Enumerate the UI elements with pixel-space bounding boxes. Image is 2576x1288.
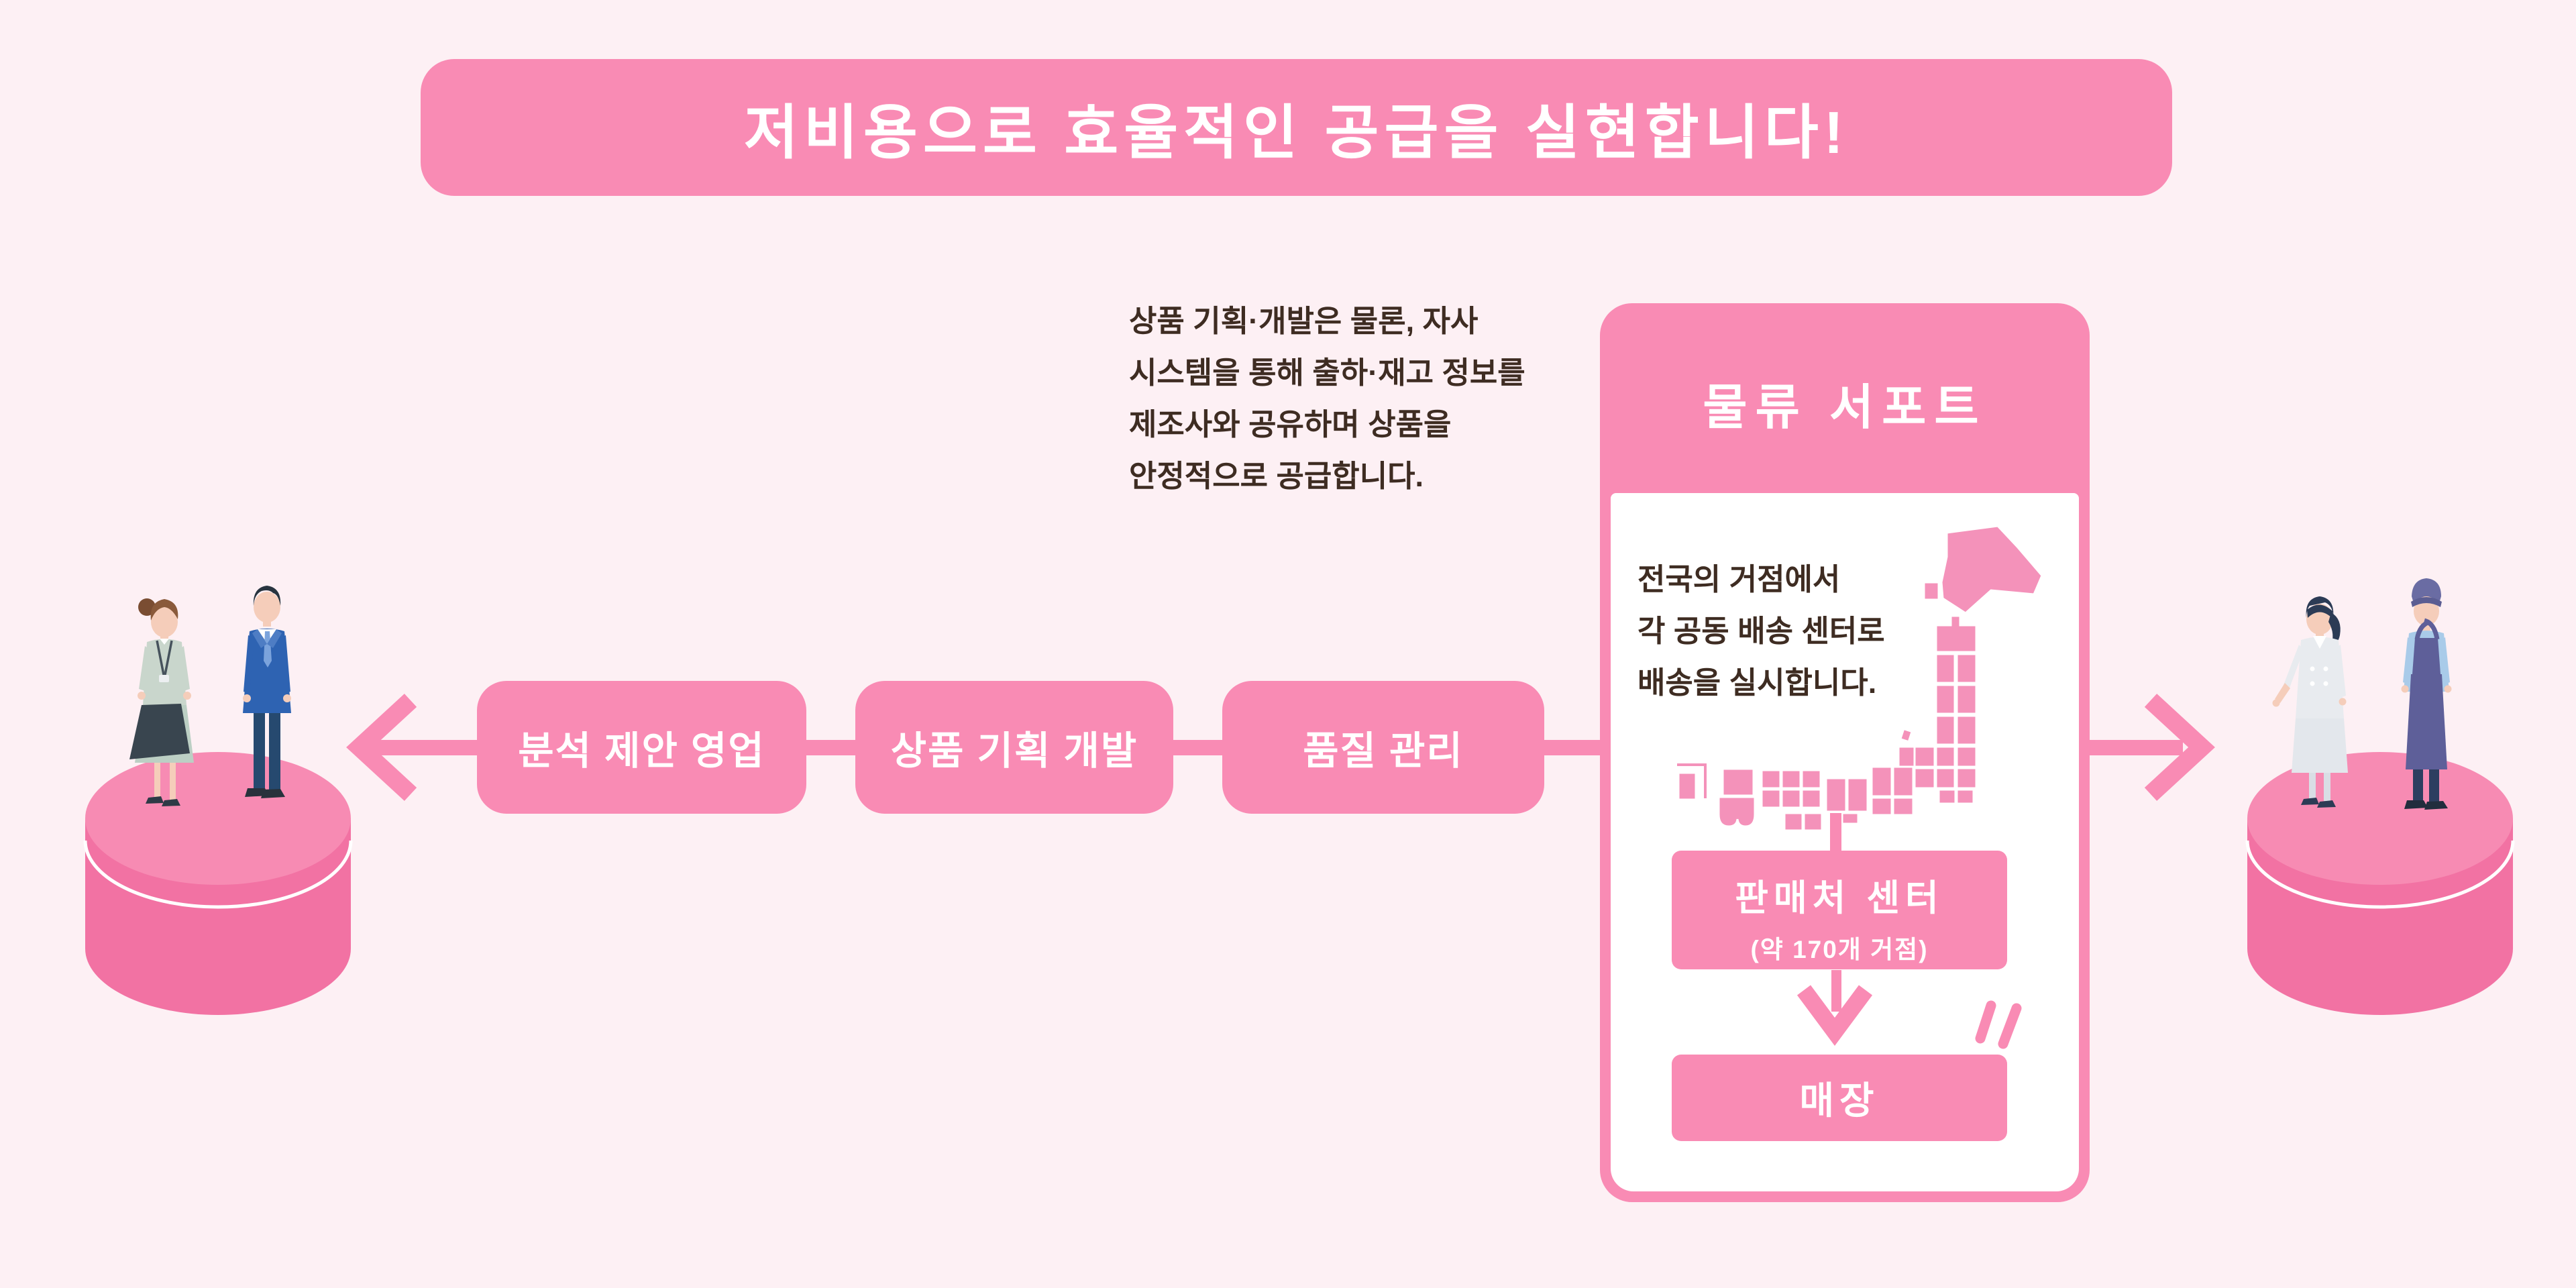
logistics-note-line: 전국의 거점에서 bbox=[1638, 562, 1841, 596]
logistics-note: 전국의 거점에서 각 공동 배송 센터로 배송을 실시합니다. bbox=[1638, 553, 1885, 708]
office-woman bbox=[129, 598, 194, 806]
note-line: 상품 기획·개발은 물론, 자사 bbox=[1129, 304, 1479, 338]
right-arrow-icon bbox=[2144, 694, 2215, 801]
flow-box-label: 상품 기획 개발 bbox=[890, 729, 1138, 773]
title-banner-text: 저비용으로 효율적인 공급을 실현합니다! bbox=[744, 99, 1849, 166]
japan-map-tiles bbox=[1677, 525, 2043, 832]
map-to-center-line bbox=[1830, 813, 1841, 855]
left-arrow-icon bbox=[346, 694, 417, 801]
business-people-illustration bbox=[83, 586, 353, 1015]
logistics-note-line: 배송을 실시합니다. bbox=[1638, 665, 1877, 700]
store-box-label: 매장 bbox=[1799, 1079, 1880, 1122]
flow-line-right bbox=[2088, 740, 2183, 755]
staff-woman bbox=[2272, 596, 2348, 808]
podium bbox=[2245, 752, 2515, 1015]
logistics-card-title: 물류 서포트 bbox=[1703, 381, 1987, 435]
note-line: 시스템을 통해 출하·재고 정보를 bbox=[1129, 356, 1525, 390]
staff-man bbox=[2401, 578, 2452, 810]
japan-map-illustration bbox=[1677, 525, 2043, 832]
okinawa-inset-line bbox=[1677, 763, 1707, 798]
note-line: 안정적으로 공급합니다. bbox=[1129, 459, 1424, 493]
store-staff-illustration bbox=[2245, 578, 2515, 1015]
flow-box-analysis-sales: 분석 제안 영업 bbox=[477, 681, 806, 814]
podium bbox=[83, 752, 353, 1015]
office-man bbox=[243, 586, 291, 798]
sales-center-connector bbox=[1796, 813, 2022, 1049]
store-box: 매장 bbox=[1672, 1055, 2007, 1141]
flow-box-product-planning: 상품 기획 개발 bbox=[855, 681, 1173, 814]
sales-center-box: 판매처 센터 (약 170개 거점) bbox=[1672, 851, 2007, 969]
emphasis-marks-icon bbox=[1975, 1000, 2022, 1049]
flow-box-quality-control: 품질 관리 bbox=[1222, 681, 1544, 814]
down-arrow-icon bbox=[1796, 970, 1873, 1046]
note-line: 제조사와 공유하며 상품을 bbox=[1129, 407, 1452, 441]
logistics-note-line: 각 공동 배송 센터로 bbox=[1638, 614, 1885, 648]
supply-note: 상품 기획·개발은 물론, 자사 시스템을 통해 출하·재고 정보를 제조사와 … bbox=[1129, 295, 1599, 502]
flow-box-label: 분석 제안 영업 bbox=[518, 729, 765, 773]
title-banner: 저비용으로 효율적인 공급을 실현합니다! bbox=[421, 59, 2172, 196]
flow-box-label: 품질 관리 bbox=[1303, 729, 1464, 773]
sales-center-title: 판매처 센터 bbox=[1735, 878, 1944, 918]
logistics-card: 물류 서포트 전국의 거점에서 각 공동 배송 센터로 배송을 실시합니다. 판… bbox=[1600, 303, 2090, 1202]
sales-center-subtitle: (약 170개 거점) bbox=[1750, 936, 1929, 963]
